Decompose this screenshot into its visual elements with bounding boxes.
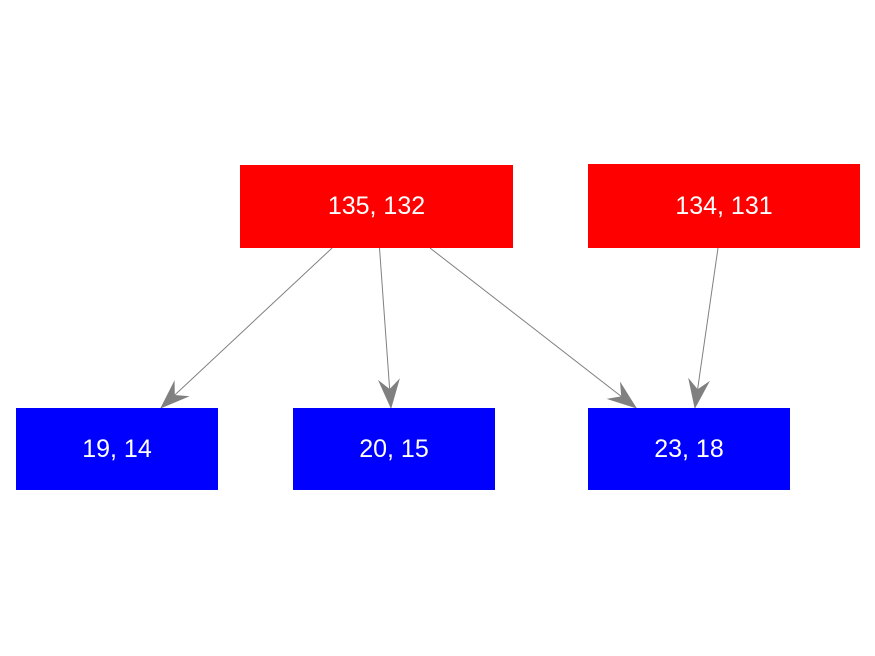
node-label: 134, 131 xyxy=(675,191,773,220)
edge-arrow-node-135-132-to-node-23-18 xyxy=(429,247,637,409)
edge-arrow-node-135-132-to-node-19-14 xyxy=(160,247,333,409)
tree-node-23-18: 23, 18 xyxy=(588,408,790,490)
node-label: 19, 14 xyxy=(82,434,152,463)
tree-node-20-15: 20, 15 xyxy=(293,408,495,490)
edge-group xyxy=(160,247,719,409)
tree-node-135-132: 135, 132 xyxy=(240,165,513,248)
tree-node-19-14: 19, 14 xyxy=(16,408,218,490)
node-label: 23, 18 xyxy=(654,434,724,463)
edge-arrow-node-135-132-to-node-20-15 xyxy=(377,247,400,409)
node-label: 20, 15 xyxy=(359,434,429,463)
edge-arrow-node-134-131-to-node-23-18 xyxy=(688,247,719,409)
tree-node-134-131: 134, 131 xyxy=(588,164,860,248)
node-label: 135, 132 xyxy=(327,192,426,220)
